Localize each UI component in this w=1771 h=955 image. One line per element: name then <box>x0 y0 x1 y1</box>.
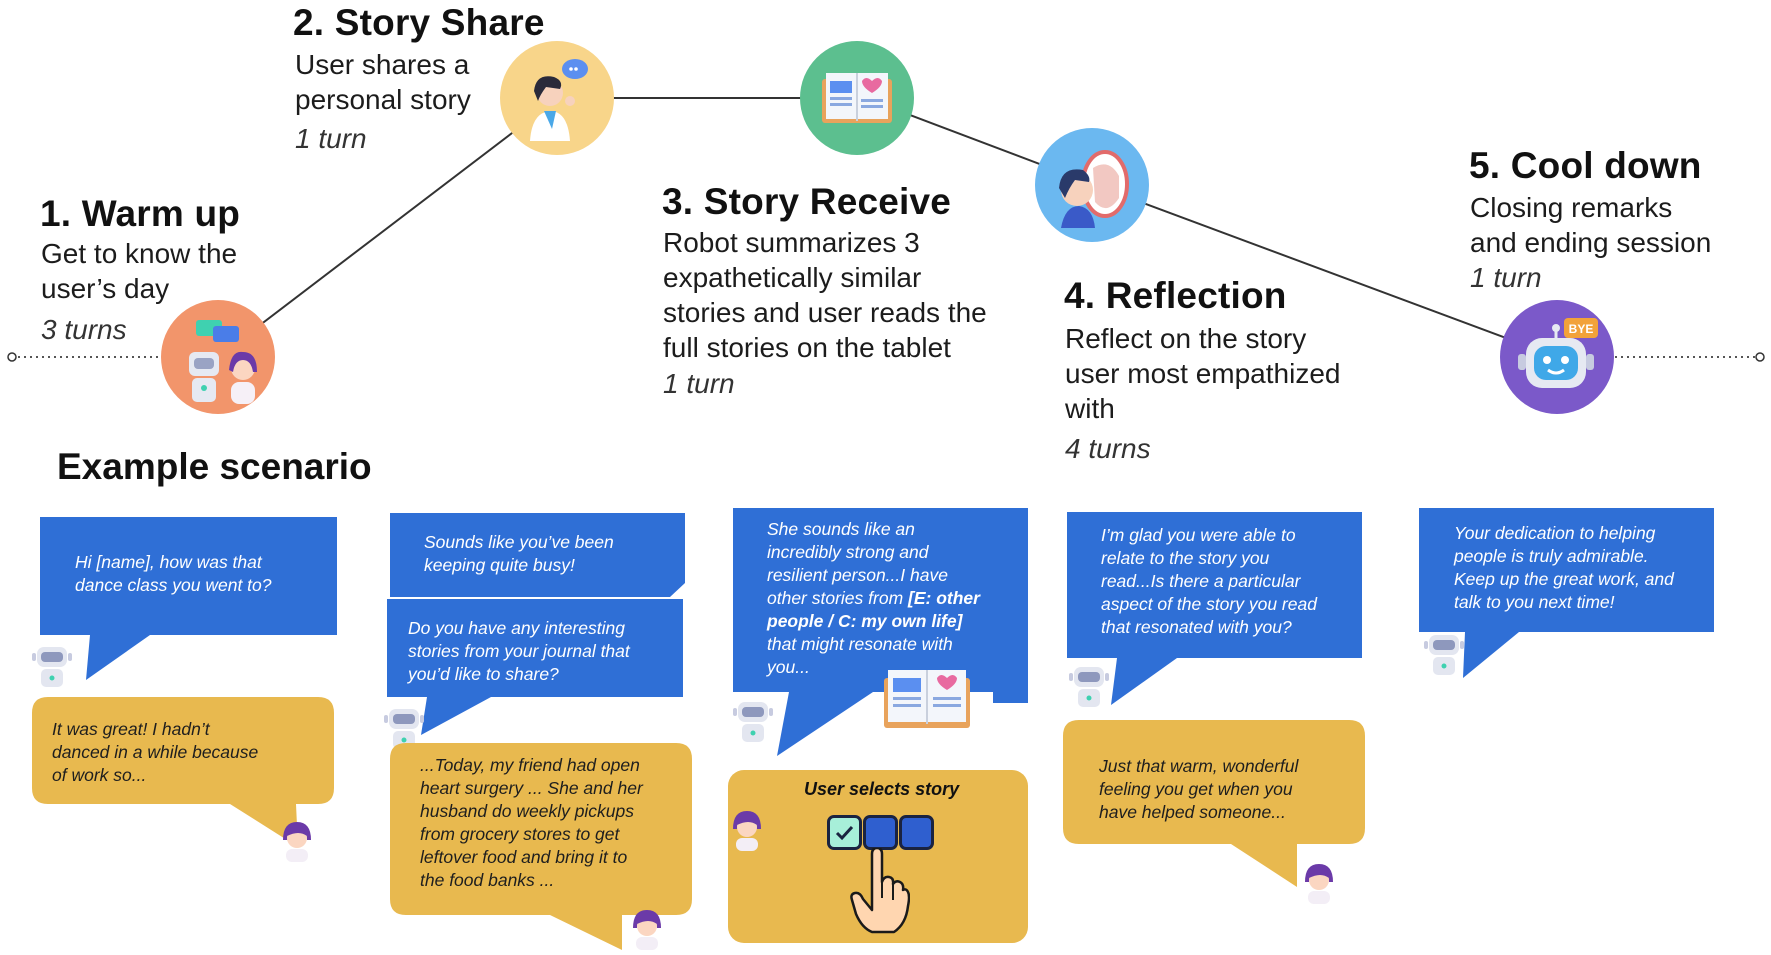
bubble-line: of work so... <box>52 765 147 785</box>
stage4-desc-line: Reflect on the story <box>1065 323 1307 354</box>
user-avatar <box>627 906 667 955</box>
stage2-turns: 1 turn <box>295 123 367 154</box>
stage5-description: Closing remarks and ending session <box>1470 190 1711 260</box>
story-choice[interactable] <box>899 815 934 850</box>
bubble-line: Do you have any interesting <box>408 618 625 638</box>
stage2-description: User shares a personal story <box>295 47 471 117</box>
story-choice-checked[interactable] <box>827 815 862 850</box>
bubble-text: other stories from <box>767 588 909 608</box>
stage1-description: Get to know the user’s day <box>41 236 237 306</box>
stage1-desc-line: Get to know the <box>41 238 238 269</box>
user-bubble: ...Today, my friend had open heart surge… <box>390 743 692 951</box>
stage1-desc-line: user’s day <box>41 273 170 304</box>
storyreceive-stage-icon <box>800 41 914 155</box>
bubble-line: you’d like to share? <box>408 664 559 684</box>
bubble-line: keeping quite busy! <box>424 555 575 575</box>
check-icon <box>835 825 854 841</box>
bubble-line: aspect of the story you read <box>1101 594 1317 614</box>
stage5-desc-line: and ending session <box>1470 227 1712 258</box>
bubble-line: feeling you get when you <box>1099 779 1293 799</box>
bubble-line: It was great! I hadn’t <box>52 719 210 739</box>
robot-avatar <box>1421 631 1467 682</box>
robot-avatar <box>1066 663 1112 714</box>
bubble-line: talk to you next time! <box>1454 592 1615 612</box>
user-bubble: Just that warm, wonderful feeling you ge… <box>1063 720 1365 888</box>
stage3-desc-line: expathetically similar <box>663 262 922 293</box>
stage5-title: 5. Cool down <box>1469 145 1702 186</box>
robot-avatar <box>29 643 75 694</box>
stage3-desc-line: stories and user reads the <box>663 297 987 328</box>
cooldown-stage-icon: BYE <box>1500 300 1614 414</box>
stage5-desc-line: Closing remarks <box>1470 192 1673 223</box>
story-choice[interactable] <box>863 815 898 850</box>
robot-bubble: I’m glad you were able to relate to the … <box>1067 512 1362 705</box>
bubble-line: stories from your journal that <box>408 641 630 661</box>
user-bubble: It was great! I hadn’t danced in a while… <box>32 697 334 859</box>
bubble-emphasis: [E: other <box>908 588 980 608</box>
stage1-title: 1. Warm up <box>40 193 241 234</box>
robot-bubble: Your dedication to helping people is tru… <box>1419 508 1714 678</box>
robot-avatar <box>730 698 776 749</box>
user-avatar <box>1299 860 1339 909</box>
example-scenario-title: Example scenario <box>57 446 372 487</box>
bubble-line: incredibly strong and <box>767 542 929 562</box>
stage3-description: Robot summarizes 3 expathetically simila… <box>663 225 987 365</box>
robot-bubble: Hi [name], how was that dance class you … <box>40 517 337 680</box>
bubble-emphasis: people / C: my own life] <box>767 611 963 631</box>
pointing-hand-icon <box>850 846 911 943</box>
stage2-title: 2. Story Share <box>293 2 545 43</box>
bubble-line: husband do weekly pickups <box>420 801 635 821</box>
storyshare-stage-icon <box>500 41 614 155</box>
stage4-desc-line: user most empathized <box>1065 358 1341 389</box>
bubble-line: you... <box>767 657 810 677</box>
bubble-line: the food banks ... <box>420 870 555 890</box>
bye-badge-label: BYE <box>1569 322 1594 336</box>
bubble-line: danced in a while because <box>52 742 259 762</box>
bubble-line: that might resonate with <box>767 634 953 654</box>
bubble-line: read...Is there a particular <box>1101 571 1301 591</box>
stage4-turns: 4 turns <box>1065 433 1151 464</box>
stage5-turns: 1 turn <box>1470 262 1542 293</box>
stage3-desc-line: Robot summarizes 3 <box>663 227 920 258</box>
bubble-line: ...Today, my friend had open <box>420 755 640 775</box>
stage4-title: 4. Reflection <box>1064 275 1287 316</box>
bubble-line: from grocery stores to get <box>420 824 620 844</box>
stage3-turns: 1 turn <box>663 368 735 399</box>
robot-bubble: Do you have any interesting stories from… <box>387 599 683 735</box>
dotted-line-right <box>1615 352 1765 362</box>
stage3-title: 3. Story Receive <box>662 181 952 222</box>
bubble-line: have helped someone... <box>1099 802 1286 822</box>
user-avatar <box>277 818 317 867</box>
book-icon <box>882 664 972 737</box>
bubble-line: dance class you went to? <box>75 575 272 595</box>
stage4-description: Reflect on the story user most empathize… <box>1065 321 1340 426</box>
stage2-desc-line: personal story <box>295 84 471 115</box>
robot-bubble: She sounds like an incredibly strong and… <box>733 508 1028 756</box>
bubble-line: people is truly admirable. <box>1454 546 1649 566</box>
bubble-line: I’m glad you were able to <box>1101 525 1296 545</box>
bubble-line: resilient person...I have <box>767 565 948 585</box>
robot-bubble: Sounds like you’ve been keeping quite bu… <box>390 513 685 597</box>
dotted-line-left <box>7 352 160 362</box>
stage3-desc-line: full stories on the tablet <box>663 332 951 363</box>
bubble-line: Just that warm, wonderful <box>1099 756 1299 776</box>
bubble-line: relate to the story you <box>1101 548 1270 568</box>
bubble-line: Sounds like you’ve been <box>424 532 614 552</box>
stage1-turns: 3 turns <box>41 314 127 345</box>
bubble-line: She sounds like an <box>767 519 915 539</box>
bubble-line: Hi [name], how was that <box>75 552 262 572</box>
bubble-line: other stories from [E: other <box>767 587 980 610</box>
story-select-panel: User selects story <box>728 770 1028 943</box>
stage4-desc-line: with <box>1065 393 1115 424</box>
story-select-title: User selects story <box>804 779 960 799</box>
reflection-stage-icon <box>1035 128 1149 242</box>
user-avatar <box>727 807 767 856</box>
bubble-line: that resonated with you? <box>1101 617 1292 637</box>
bubble-line: leftover food and bring it to <box>420 847 628 867</box>
warmup-stage-icon <box>161 300 275 414</box>
stage2-desc-line: User shares a <box>295 49 470 80</box>
bubble-line: Your dedication to helping <box>1454 523 1656 543</box>
bubble-line: heart surgery ... She and her <box>420 778 643 798</box>
bubble-line: Keep up the great work, and <box>1454 569 1674 589</box>
